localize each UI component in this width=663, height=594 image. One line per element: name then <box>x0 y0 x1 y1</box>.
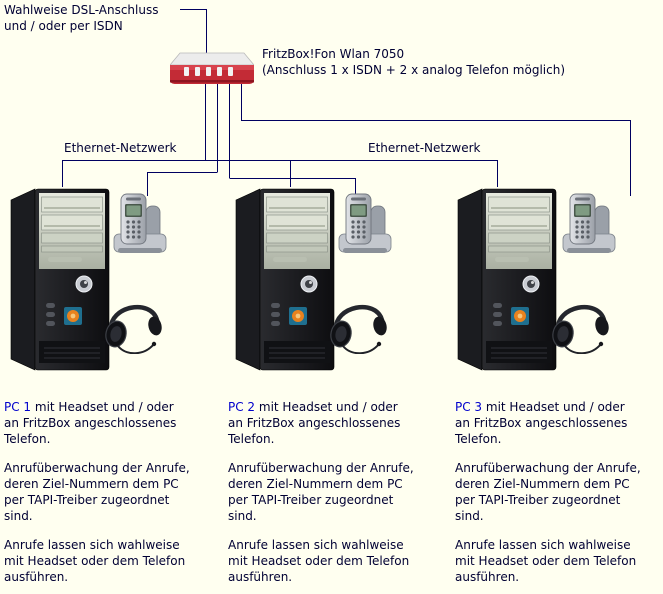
dsl-isdn-note: Wahlweise DSL-Anschluss und / oder per I… <box>4 3 159 33</box>
ethernet-label-left: Ethernet-Netzwerk <box>64 141 177 155</box>
pc3-para1: PC 3 mit Headset und / oder an FritzBox … <box>455 399 663 447</box>
pc2-para3: Anrufe lassen sich wahlweise mit Headset… <box>228 538 410 584</box>
pc3-label: PC 3 <box>455 400 483 414</box>
wire-drop-phone1 <box>147 172 218 196</box>
pc2-para1: PC 2 mit Headset und / oder an FritzBox … <box>228 399 450 447</box>
pc1-para2: Anrufüberwachung der Anrufe, deren Ziel-… <box>4 461 190 523</box>
pc2-para1-text: mit Headset und / oder an FritzBox anges… <box>228 400 401 446</box>
cordless-phone-2-icon <box>337 192 393 256</box>
headset-1-icon <box>104 298 166 354</box>
fritzbox-router-icon <box>170 52 254 86</box>
pc1-para1: PC 1 mit Headset und / oder an FritzBox … <box>4 399 226 447</box>
pc3-text-column: PC 3 mit Headset und / oder an FritzBox … <box>455 399 663 594</box>
pc3-para2: Anrufüberwachung der Anrufe, deren Ziel-… <box>455 461 641 523</box>
wire-dsl-note <box>180 9 207 54</box>
router-label: FritzBox!Fon Wlan 7050 (Anschluss 1 x IS… <box>262 47 565 77</box>
ethernet-label-right: Ethernet-Netzwerk <box>368 141 481 155</box>
pc1-para1-text: mit Headset und / oder an FritzBox anges… <box>4 400 177 446</box>
headset-3-icon <box>551 298 613 354</box>
pc-tower-1-icon <box>8 183 112 373</box>
headset-2-icon <box>329 298 391 354</box>
pc3-para1-text: mit Headset und / oder an FritzBox anges… <box>455 400 628 446</box>
wire-router-phone3 <box>241 84 631 196</box>
pc2-text-column: PC 2 mit Headset und / oder an FritzBox … <box>228 399 450 594</box>
cordless-phone-3-icon <box>561 192 617 256</box>
pc1-para3: Anrufe lassen sich wahlweise mit Headset… <box>4 538 186 584</box>
pc-tower-3-icon <box>455 183 559 373</box>
cordless-phone-1-icon <box>112 192 168 256</box>
pc-tower-2-icon <box>233 183 337 373</box>
pc2-label: PC 2 <box>228 400 256 414</box>
pc2-para2: Anrufüberwachung der Anrufe, deren Ziel-… <box>228 461 414 523</box>
pc1-text-column: PC 1 mit Headset und / oder an FritzBox … <box>4 399 226 594</box>
pc3-para3: Anrufe lassen sich wahlweise mit Headset… <box>455 538 637 584</box>
pc1-label: PC 1 <box>4 400 32 414</box>
wire-drop-phone2 <box>229 178 356 196</box>
